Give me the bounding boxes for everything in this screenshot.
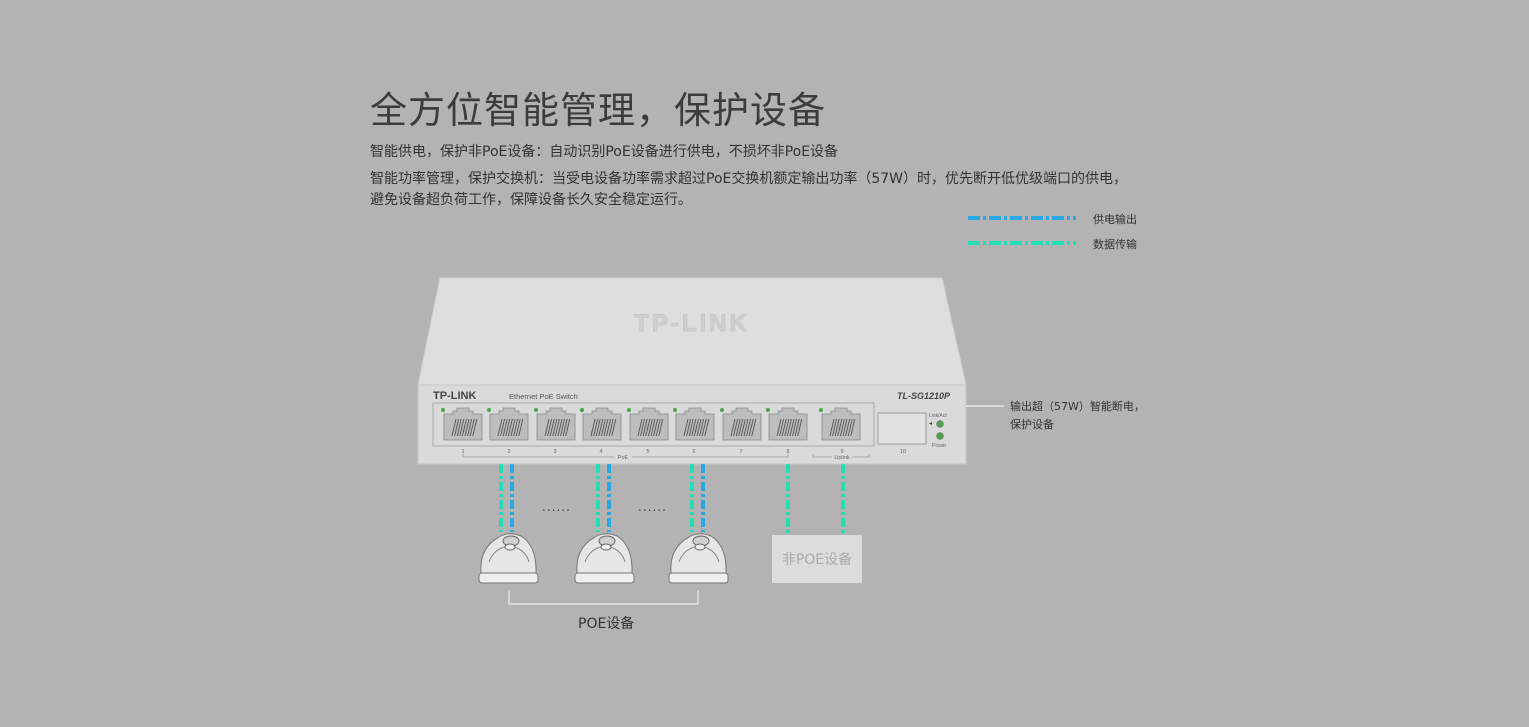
legend-lines: [968, 216, 1076, 245]
port-led: [441, 408, 445, 412]
ethernet-port-1: [441, 407, 483, 441]
uplink-bracket: [812, 454, 870, 458]
port-number-label: 8: [786, 449, 789, 455]
port-number-label: 3: [553, 449, 556, 455]
port-led: [487, 408, 491, 412]
poe-group-label: PoE: [618, 455, 629, 461]
poe-devices-label: POE设备: [578, 616, 635, 632]
port-led: [673, 408, 677, 412]
sfp-port: [877, 412, 927, 445]
legend-power-label: 供电输出: [1093, 213, 1137, 226]
poe-devices-bracket: [508, 590, 699, 605]
port-number-label: 4: [599, 449, 602, 455]
port-number-label: 1: [461, 449, 464, 455]
port-led: [720, 408, 724, 412]
legend-data-label: 数据传输: [1093, 238, 1137, 251]
callout-text-2: 保护设备: [1010, 418, 1054, 431]
poe-bracket: [462, 454, 789, 458]
port-number-label: 10: [900, 449, 906, 455]
port-led: [766, 408, 770, 412]
port-number-label: 2: [507, 449, 510, 455]
link-led: [936, 420, 944, 428]
port-number-label: 9: [840, 449, 843, 455]
port-led: [627, 408, 631, 412]
port-group-box: [432, 402, 875, 447]
dome-camera-icon: [668, 533, 729, 584]
port-number-label: 5: [646, 449, 649, 455]
ethernet-port-9: [819, 407, 861, 441]
port-number-label: 6: [692, 449, 695, 455]
ethernet-port-8: [766, 407, 808, 441]
dome-camera-icon: [574, 533, 635, 584]
ellipsis-2: ......: [638, 500, 667, 514]
switch-brand: TP-LINK: [433, 390, 476, 402]
led-label-power: Power: [932, 443, 947, 449]
led-arrow: ◂: [929, 421, 932, 427]
ethernet-port-2: [487, 407, 529, 441]
switch-subtitle: Ethernet PoE Switch: [509, 392, 578, 401]
description-line-2: 智能功率管理，保护交换机：当受电设备功率需求超过PoE交换机额定输出功率（57W…: [370, 171, 1128, 187]
switch-model: TL-SG1210P: [897, 391, 951, 401]
ethernet-port-4: [580, 407, 622, 441]
power-led: [936, 432, 944, 440]
ethernet-port-7: [720, 407, 762, 441]
port-led: [534, 408, 538, 412]
port-number-label: 7: [739, 449, 742, 455]
description-line-1: 智能供电，保护非PoE设备：自动识别PoE设备进行供电，不损坏非PoE设备: [370, 144, 839, 160]
ellipsis-1: ......: [542, 500, 571, 514]
callout-text-1: 输出超（57W）智能断电，: [1010, 400, 1145, 413]
dome-camera-icon: [478, 533, 539, 584]
port-led: [819, 408, 823, 412]
ethernet-port-3: [534, 407, 576, 441]
non-poe-device-box: 非POE设备: [772, 535, 862, 583]
port-led: [580, 408, 584, 412]
uplink-group-label: Uplink: [834, 455, 850, 461]
led-label-linkact: Link/Act: [929, 413, 947, 419]
switch-top-logo: TP-LINK: [634, 310, 750, 337]
ethernet-port-5: [627, 407, 669, 441]
ethernet-port-6: [673, 407, 715, 441]
description-line-3: 避免设备超负荷工作，保障设备长久安全稳定运行。: [370, 192, 692, 208]
page-title: 全方位智能管理，保护设备: [370, 89, 826, 132]
